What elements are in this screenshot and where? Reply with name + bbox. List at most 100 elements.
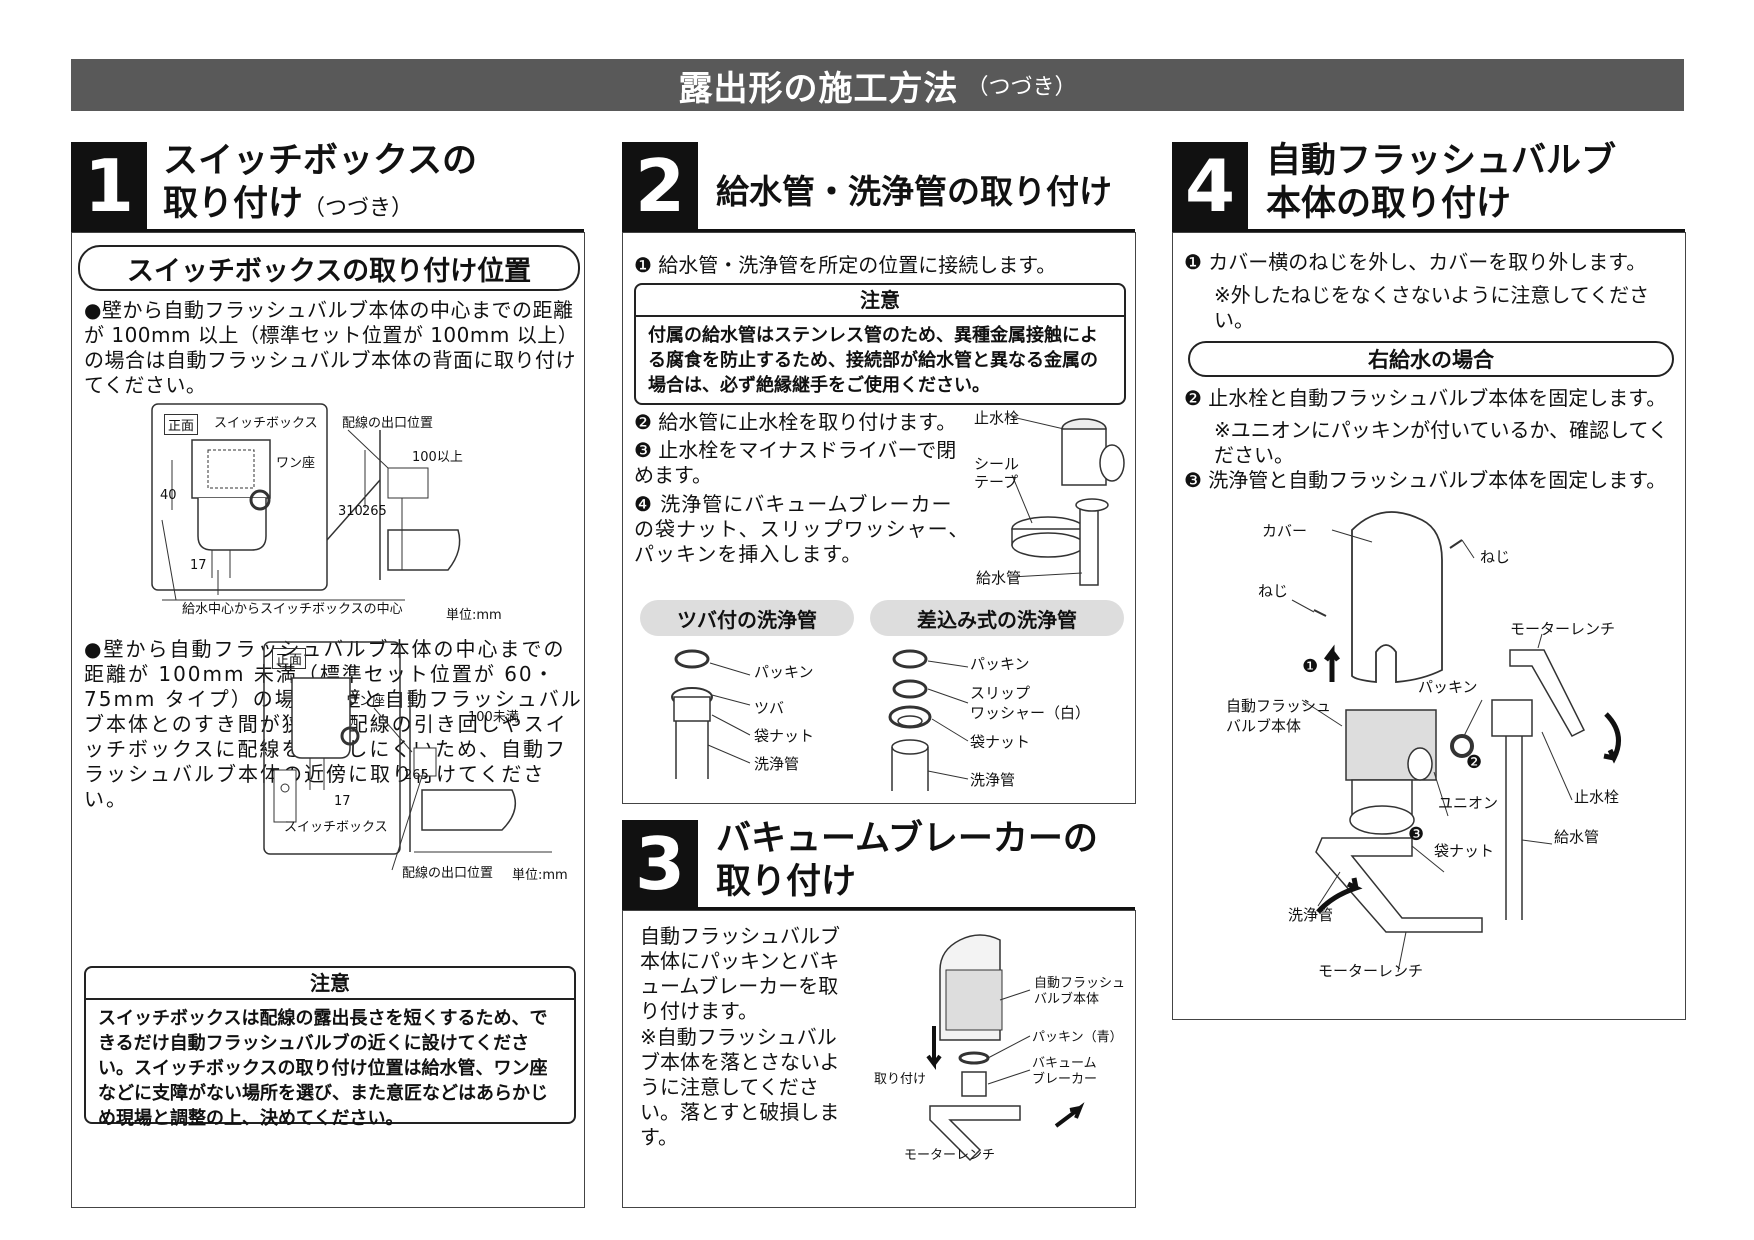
fig-seal-tape-label: シール テープ [974,455,1020,491]
fig1-d100-label: 100以上 [412,450,463,465]
flanged-nut-label: 袋ナット [754,727,815,745]
flanged-pipe-label: 洗浄管 [754,755,800,773]
section-2-rule [622,229,1135,232]
page-title: 露出形の施工方法 [678,68,959,109]
section-2-caution: 注意 付属の給水管はステンレス管のため、異種金属接触による腐食を防止するため、接… [634,283,1126,405]
vb-body-label: 自動フラッシュ バルブ本体 [1034,976,1126,1007]
fig2-outlet-label: 配線の出口位置 [402,866,494,881]
section-3-note: ※自動フラッシュバルブ本体を落とさないように注意してください。落とすと破損します… [640,1025,840,1149]
section-4 [1172,232,1686,1020]
fig2-d17-label: 17 [334,794,351,809]
fig2-d100-label: 100未満 [468,710,519,725]
flush-pipe-label: 洗浄管 [1288,906,1334,924]
figure-switchbox-near: 正面 ワン座 100未満 265 17 スイッチボックス 配線の出口位置 単位:… [262,640,580,883]
section-2-step4: ❹ 洗浄管にバキュームブレーカーの袋ナット、スリップワッシャー、パッキンを挿入し… [634,492,970,566]
fig2-d265-label: 265 [404,768,429,783]
union-label: ユニオン [1438,794,1499,812]
fig2-unit-label: 単位:mm [512,868,568,883]
slip-packing-label: パッキン [970,655,1030,673]
slip-nut-label: 袋ナット [970,733,1031,751]
section-1-caution: 注意 スイッチボックスは配線の露出長さを短くするため、できるだけ自動フラッシュバ… [84,966,576,1129]
section-1-para1: ●壁から自動フラッシュバルブ本体の中心までの距離が 100mm 以上（標準セット… [84,298,576,397]
screw-label-left: ねじ [1258,582,1289,600]
marker-3: ❸ [1408,824,1425,845]
fig1-d265-label: 265 [362,504,387,519]
wrench-label-top: モーターレンチ [1510,620,1616,638]
stop-valve-label: 止水栓 [1574,788,1620,806]
section-3-title: バキュームブレーカーの 取り付け [716,818,1098,904]
fig1-wanza-label: ワン座 [276,456,316,471]
vb-wrench-label: モーターレンチ [904,1148,996,1163]
step-number-4: 4 [1172,142,1248,230]
switchbox-position-heading: スイッチボックスの取り付け位置 [78,245,580,291]
fig2-switchbox-label: スイッチボックス [284,820,388,835]
section-2-caution-body: 付属の給水管はステンレス管のため、異種金属接触による腐食を防止するため、接続部が… [648,325,1098,396]
section-1 [71,232,585,1208]
section-3-title-line2: 取り付け [716,862,857,902]
section-4-step1-note: ※外したねじをなくさないように注意してください。 [1214,283,1650,332]
cover-label: カバー [1262,522,1308,540]
section-3 [622,910,1136,1208]
step-number-2: 2 [622,142,698,230]
marker-2: ❷ [1466,752,1483,773]
section-4-step2: ❷ 止水栓と自動フラッシュバルブ本体を固定します。 [1184,386,1667,410]
section-4-step3: ❸ 洗浄管と自動フラッシュバルブ本体を固定します。 [1184,468,1667,492]
flanged-pipe-drawing [671,649,751,779]
packing-label: パッキン [1418,678,1478,696]
vb-attach-label: 取り付け [874,1072,927,1087]
section-2-caution-title: 注意 [636,285,1124,317]
nut-label: 袋ナット [1434,842,1495,860]
page-subtitle: （つづき） [966,75,1077,100]
section-2-step2: ❷ 給水管に止水栓を取り付けます。 [634,410,957,434]
figure-switchbox-behind: 正面 スイッチボックス 配線の出口位置 ワン座 100以上 40 310 265… [150,400,580,623]
section-2-title: 給水管・洗浄管の取り付け [716,172,1112,211]
figure-2-drawing [263,641,552,871]
figure-flanged-pipe: パッキン ツバ 袋ナット 洗浄管 [650,645,870,785]
section-3-body: 自動フラッシュバルブ本体にパッキンとバキュームブレーカーを取り付けます。 [640,924,840,1023]
section-2 [622,232,1136,804]
fig1-front-label: 正面 [164,414,199,435]
marker-1: ❶ [1302,656,1319,677]
section-3-title-line1: バキュームブレーカーの [716,819,1098,859]
fig2-front-label: 正面 [272,648,307,669]
fig1-unit-label: 単位:mm [446,608,502,623]
section-2-step1: ❶ 給水管・洗浄管を所定の位置に接続します。 [634,253,1057,277]
section-4-rule [1172,229,1685,232]
section-1-caution-title: 注意 [86,968,574,1000]
fig-supply-pipe-label: 給水管 [976,569,1022,587]
figure-vacuum-breaker: 自動フラッシュ バルブ本体 パッキン（青） バキューム ブレーカー 取り付け モ… [870,930,1130,1163]
vacuum-breaker-drawing [926,934,1085,1162]
valve-body-label: 自動フラッシュ バルブ本体 [1226,697,1332,735]
fig1-center-label: 給水中心からスイッチボックスの中心 [182,602,403,617]
fig1-outlet-label: 配線の出口位置 [342,416,434,431]
figure-slip-in-pipe: パッキン スリップ ワッシャー（白） 袋ナット 洗浄管 [880,645,1130,795]
right-supply-heading: 右給水の場合 [1188,341,1674,377]
vb-breaker-label: バキューム ブレーカー [1032,1056,1098,1087]
screw-label-right: ねじ [1480,548,1511,566]
stop-valve-drawing [1011,416,1125,586]
section-3-rule [622,907,1135,910]
section-2-step3: ❸ 止水栓をマイナスドライバーで閉めます。 [634,438,957,487]
slip-in-pipe-heading: 差込み式の洗浄管 [870,600,1124,636]
section-4-title: 自動フラッシュバルブ 本体の取り付け [1266,140,1616,226]
figure-stop-valve: 止水栓 シール テープ 給水管 [972,405,1132,587]
page-banner: 露出形の施工方法 （つづき） [71,59,1684,111]
slip-washer-label: スリップ ワッシャー（白） [970,684,1091,722]
valve-installation-drawing [1291,511,1621,973]
fig-valve-label: 止水栓 [974,409,1020,427]
section-4-title-line2: 本体の取り付け [1266,184,1512,224]
section-1-title-line2: 取り付け [163,184,304,224]
supply-pipe-label: 給水管 [1554,828,1600,846]
fig1-switchbox-label: スイッチボックス [214,416,318,431]
step-number-3: 3 [622,820,698,908]
section-4-step1: ❶ カバー横のねじを外し、カバーを取り外します。 [1184,250,1647,274]
fig2-wanza-label: ワン座 [346,694,386,709]
flanged-flange-label: ツバ [754,699,785,717]
vb-packing-label: パッキン（青） [1032,1030,1123,1045]
section-1-title: スイッチボックスの 取り付け（つづき） [163,140,477,230]
flanged-pipe-heading: ツバ付の洗浄管 [640,600,854,636]
section-4-title-line1: 自動フラッシュバルブ [1266,141,1617,181]
flanged-packing-label: パッキン [754,663,814,681]
fig1-d17-label: 17 [190,558,207,573]
section-1-rule [71,229,584,232]
